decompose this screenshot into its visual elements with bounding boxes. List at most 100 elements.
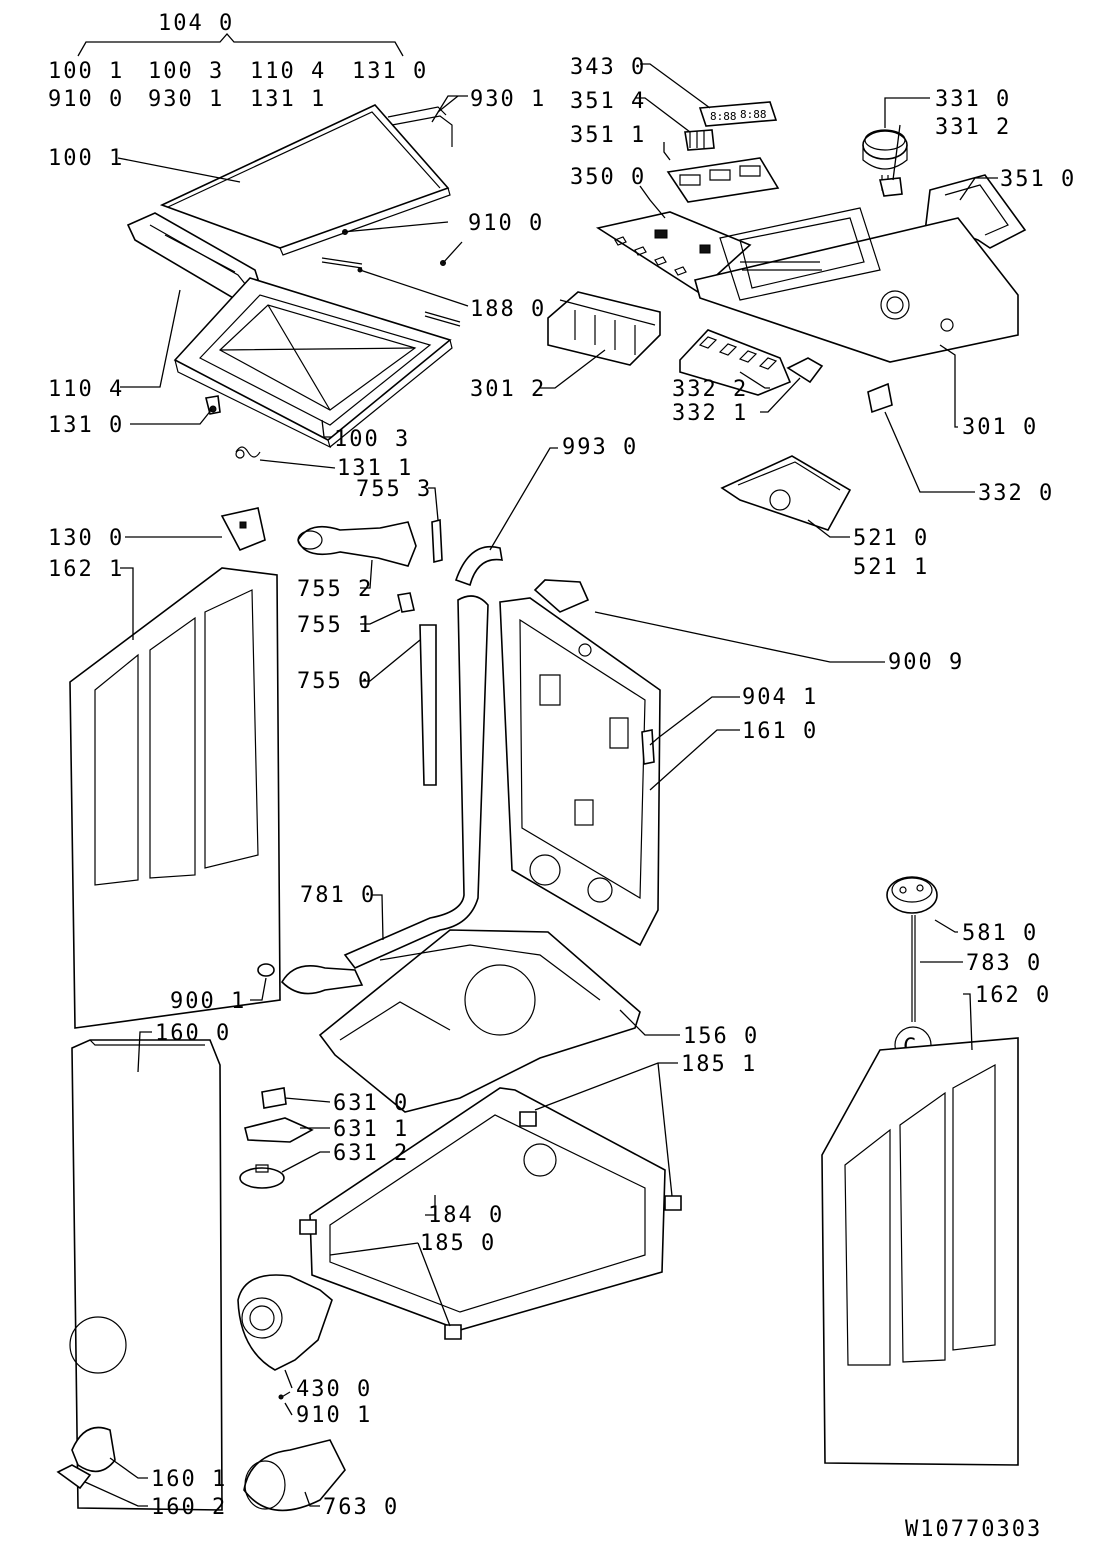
group-item: 100 1 — [48, 59, 124, 84]
fill-hose-part — [297, 521, 417, 567]
callout-label: 100 3 — [334, 427, 410, 452]
callout-labels: 930 1 100 1 910 0 188 0 110 4 131 0 100 … — [48, 55, 1076, 1542]
callout-label: 763 0 — [323, 1495, 399, 1520]
pump-screw-part — [278, 1391, 291, 1400]
callout-label: 131 1 — [337, 456, 413, 481]
group-item: 131 1 — [250, 87, 326, 112]
drain-filter-part — [243, 1439, 346, 1512]
callout-label: 301 0 — [962, 415, 1038, 440]
callout-label: 350 0 — [570, 165, 646, 190]
motor-part — [886, 876, 938, 914]
plug-cap-part — [257, 963, 275, 977]
callout-label: 581 0 — [962, 921, 1038, 946]
doc-number: W10770303 — [905, 1517, 1042, 1542]
pump-seal-part — [239, 1164, 285, 1189]
pump-clip-part — [261, 1087, 287, 1109]
switch-assembly-part — [547, 291, 661, 366]
callout-label: 331 0 — [935, 87, 1011, 112]
group-item: 110 4 — [250, 59, 326, 84]
group-item: 131 0 — [352, 59, 428, 84]
shaft-rod-part — [911, 915, 916, 1022]
front-panel-part — [69, 1039, 223, 1511]
callout-label: 755 0 — [297, 669, 373, 694]
feet-part — [299, 1111, 682, 1340]
filter-door-part — [71, 1426, 116, 1473]
light-pipe-part — [666, 157, 780, 203]
callout-label: 430 0 — [296, 1377, 372, 1402]
callout-label: 910 0 — [468, 211, 544, 236]
door-lock-part — [220, 507, 266, 552]
callout-label: 131 0 — [48, 413, 124, 438]
top-bracket-part — [533, 579, 590, 613]
callout-label: 783 0 — [966, 951, 1042, 976]
callout-label: 343 0 — [570, 55, 646, 80]
callout-label: 521 1 — [853, 555, 929, 580]
group-bracket: 104 0 100 1 100 3 110 4 131 0 910 0 930 … — [48, 11, 428, 112]
drain-pump-part — [237, 1274, 333, 1371]
callout-label: 755 2 — [297, 577, 373, 602]
group-item: 930 1 — [148, 87, 224, 112]
rear-panel-part — [499, 597, 661, 947]
group-item: 910 0 — [48, 87, 124, 112]
callout-label: 631 2 — [333, 1141, 409, 1166]
callout-label: 904 1 — [742, 685, 818, 710]
callout-label: 185 1 — [681, 1052, 757, 1077]
callout-label: 631 0 — [333, 1091, 409, 1116]
callout-label: 130 0 — [48, 526, 124, 551]
callout-label: 332 1 — [672, 401, 748, 426]
small-bracket-part — [641, 729, 655, 765]
callout-label: 900 1 — [170, 989, 246, 1014]
dispenser-tray-part — [720, 455, 852, 531]
callout-label: 184 0 — [428, 1203, 504, 1228]
callout-label: 521 0 — [853, 526, 929, 551]
callout-label: 332 2 — [672, 377, 748, 402]
callout-label: 162 0 — [975, 983, 1051, 1008]
callout-label: 631 1 — [333, 1117, 409, 1142]
callout-label: 910 1 — [296, 1403, 372, 1428]
svg-text:8:88: 8:88 — [710, 110, 737, 123]
callout-label: 351 1 — [570, 123, 646, 148]
left-side-panel-part — [69, 567, 281, 1029]
leader-lines — [84, 63, 998, 1507]
base-tub-support-part — [318, 929, 641, 1113]
callout-label: 160 1 — [151, 1467, 227, 1492]
callout-label: 160 0 — [155, 1021, 231, 1046]
lid-panel-part — [159, 104, 451, 256]
callout-label: 332 0 — [978, 481, 1054, 506]
button-bar-part — [679, 329, 792, 396]
spring-part — [235, 446, 261, 459]
drain-hose-part — [419, 624, 437, 786]
control-board-part — [595, 211, 752, 294]
callout-label: 185 0 — [420, 1231, 496, 1256]
hose-connector-part — [397, 592, 415, 613]
hose-hanger-part — [454, 546, 503, 587]
hose-clip-part — [431, 518, 443, 564]
base-frame-part — [309, 1087, 666, 1331]
lid-frame-part — [173, 277, 453, 449]
callout-label: 100 1 — [48, 146, 124, 171]
callout-label: 162 1 — [48, 557, 124, 582]
group-item: 100 3 — [148, 59, 224, 84]
svg-text:8:88: 8:88 — [740, 108, 767, 121]
display-part: 8:88 8:88 — [698, 101, 778, 127]
callout-label: 930 1 — [470, 87, 546, 112]
callout-label: 900 9 — [888, 650, 964, 675]
right-side-panel-part — [821, 1037, 1019, 1466]
callout-label: 161 0 — [742, 719, 818, 744]
callout-label: 156 0 — [683, 1024, 759, 1049]
callout-label: 351 0 — [1000, 167, 1076, 192]
filter-door-hinge-part — [56, 1464, 92, 1490]
bracket-clip-part — [867, 382, 893, 414]
callout-label: 755 3 — [356, 477, 432, 502]
callout-label: 160 2 — [151, 1495, 227, 1520]
button-cluster-part — [684, 129, 715, 151]
callout-label: 781 0 — [300, 883, 376, 908]
hinge-rods-part — [387, 106, 453, 147]
console-panel-part — [694, 207, 1019, 363]
callout-label: 301 2 — [470, 377, 546, 402]
knob-insert-part — [878, 177, 903, 197]
callout-label: 755 1 — [297, 613, 373, 638]
clip-part — [786, 357, 824, 384]
internal-hose-part — [280, 595, 489, 995]
